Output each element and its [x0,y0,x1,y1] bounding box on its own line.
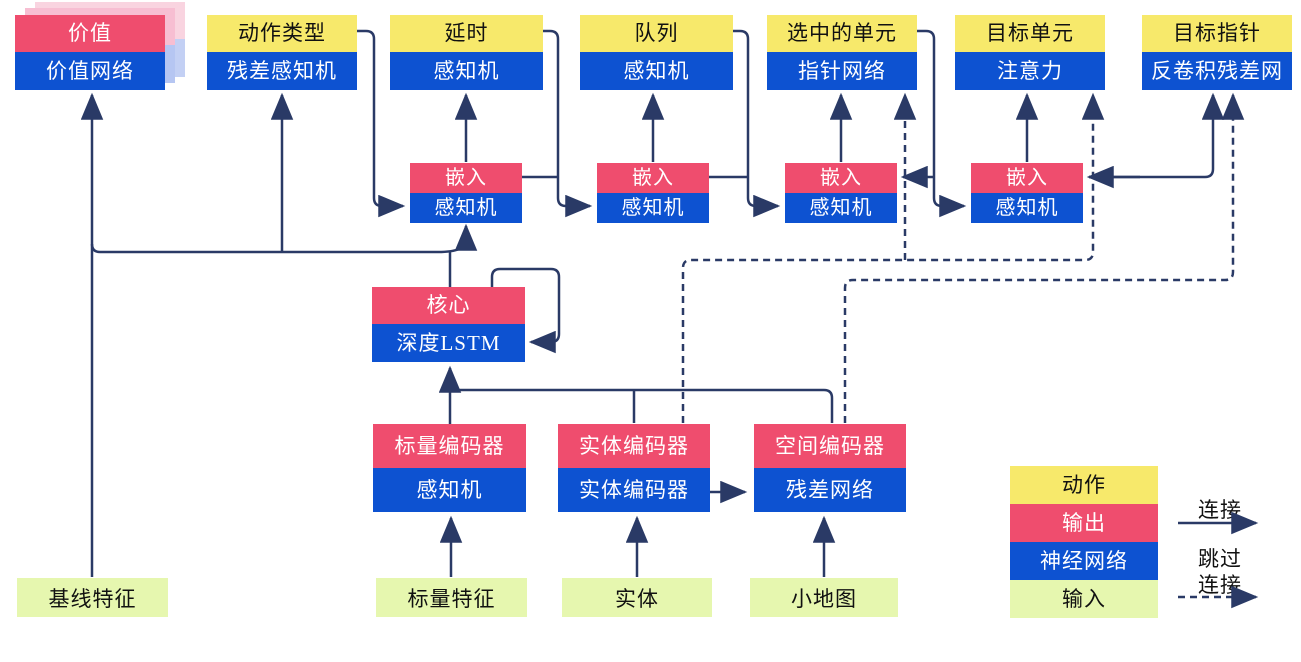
embed-2-label: 嵌入 [597,163,709,193]
head-value: 价值 价值网络 [15,15,165,90]
embed-3-label: 嵌入 [785,163,897,193]
entity-encoder-label: 实体编码器 [558,424,710,468]
scalar-encoder-mlp-label: 感知机 [373,468,526,512]
embed-1-mlp-label: 感知机 [410,193,522,223]
target-unit-label: 目标单元 [955,15,1105,52]
core-box: 核心 深度LSTM [372,287,525,362]
input-scalar-features: 标量特征 [376,578,527,617]
head-target-unit: 目标单元 注意力 [955,15,1105,90]
wire-core-trunk-left [90,243,438,254]
embed-2-mlp-label: 感知机 [597,193,709,223]
input-entities: 实体 [562,578,712,617]
legend-solid-arrow-label: 连接 [1198,498,1242,522]
target-unit-network-label: 注意力 [955,52,1105,90]
embed-1-label: 嵌入 [410,163,522,193]
head-queue: 队列 感知机 [580,15,733,90]
legend-action: 动作 [1010,466,1158,504]
embed-4-mlp-label: 感知机 [971,193,1083,223]
selected-units-network-label: 指针网络 [767,52,917,90]
legend-output: 输出 [1010,504,1158,542]
wire-encoder-trunk [450,388,834,423]
input-baseline-features: 基线特征 [17,578,168,617]
head-action-type: 动作类型 残差感知机 [207,15,357,90]
embed-1: 嵌入 感知机 [410,163,522,223]
embed-3: 嵌入 感知机 [785,163,897,223]
action-type-network-label: 残差感知机 [207,52,357,90]
target-point-network-label: 反卷积残差网 [1142,52,1292,90]
embed-4: 嵌入 感知机 [971,163,1083,223]
input-minimap: 小地图 [750,578,898,617]
head-delay: 延时 感知机 [390,15,543,90]
wire-trunk-to-embed1 [437,223,478,254]
value-output-label: 价值 [15,15,165,52]
head-target-point: 目标指针 反卷积残差网 [1142,15,1292,90]
embed-3-mlp-label: 感知机 [785,193,897,223]
spatial-encoder: 空间编码器 残差网络 [754,424,906,512]
target-point-label: 目标指针 [1142,15,1292,52]
entity-encoder: 实体编码器 实体编码器 [558,424,710,512]
selected-units-label: 选中的单元 [767,15,917,52]
legend-dashed-arrow-label-line1: 跳过 [1198,547,1242,571]
skip-entity-to-attention [681,92,1105,423]
spatial-encoder-resnet-label: 残差网络 [754,468,906,512]
action-type-label: 动作类型 [207,15,357,52]
embed-4-label: 嵌入 [971,163,1083,193]
queue-label: 队列 [580,15,733,52]
embed-2: 嵌入 感知机 [597,163,709,223]
core-label: 核心 [372,287,525,324]
deep-lstm-label: 深度LSTM [372,324,525,362]
head-selected-units: 选中的单元 指针网络 [767,15,917,90]
legend-network: 神经网络 [1010,542,1158,580]
skip-spatial-to-deconv [843,92,1245,423]
spatial-encoder-label: 空间编码器 [754,424,906,468]
entity-encoder-net-label: 实体编码器 [558,468,710,512]
value-network-label: 价值网络 [15,52,165,90]
queue-network-label: 感知机 [580,52,733,90]
scalar-encoder-label: 标量编码器 [373,424,526,468]
legend-dashed-arrow-label-line2: 连接 [1198,573,1242,597]
legend-input: 输入 [1010,580,1158,618]
wire-embed4-to-deconv [1089,92,1225,179]
legend: 动作 输出 神经网络 输入 [1010,466,1158,618]
delay-label: 延时 [390,15,543,52]
scalar-encoder: 标量编码器 感知机 [373,424,526,512]
delay-network-label: 感知机 [390,52,543,90]
